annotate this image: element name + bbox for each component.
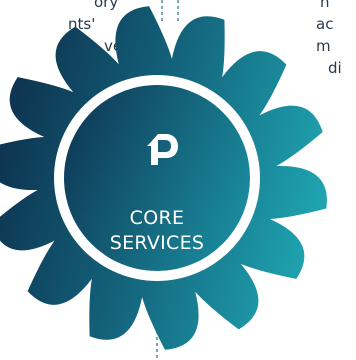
right-text-line-1: n: [320, 0, 330, 11]
left-text-line-1: ory: [94, 0, 119, 11]
core-services-label: CORE SERVICES: [98, 206, 216, 256]
inner-disc: [64, 85, 250, 271]
right-text-line-2: ac: [316, 15, 334, 33]
core-label-line-1: CORE: [129, 207, 185, 229]
core-label-line-2: SERVICES: [109, 232, 205, 254]
p-logo-icon: [147, 134, 178, 165]
right-text-line-4: di: [328, 59, 342, 77]
right-text-line-3: m: [316, 37, 331, 55]
